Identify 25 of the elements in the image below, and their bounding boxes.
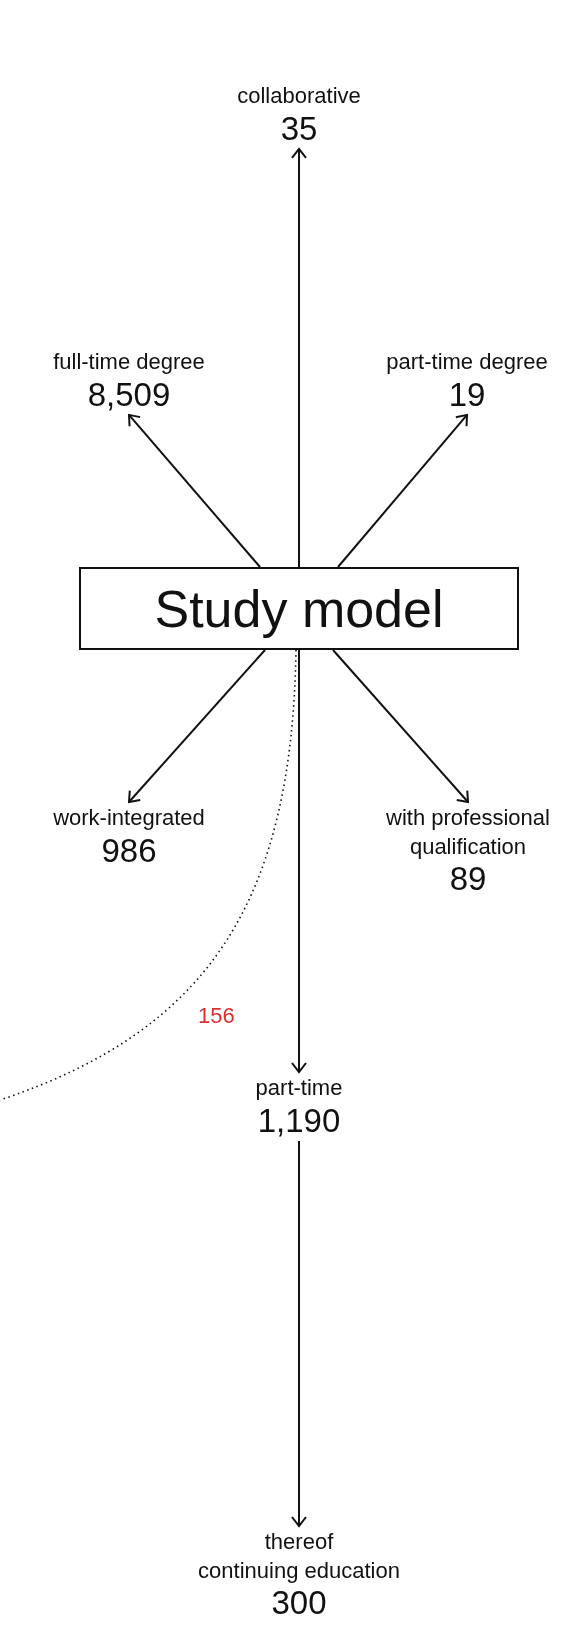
- arrow: [128, 413, 261, 568]
- arrow: [332, 649, 469, 803]
- box-title: Study model: [154, 578, 444, 639]
- count-value: 35: [279, 110, 319, 147]
- category-label: collaborative: [236, 82, 362, 110]
- category-label: continuing education: [197, 1556, 401, 1585]
- arrow: [291, 649, 307, 1073]
- category-label: with professional qualification: [385, 804, 551, 861]
- count-value: 986: [100, 832, 158, 869]
- arrow: [337, 413, 468, 568]
- category-label: part-time degree: [385, 348, 549, 376]
- dotted-connector: [0, 649, 297, 1101]
- category-label: work-integrated: [52, 804, 206, 832]
- count-value: 8,509: [86, 376, 172, 413]
- arrow: [291, 147, 307, 568]
- count-value: 300: [270, 1585, 328, 1622]
- count-value: 89: [448, 861, 488, 898]
- arrow: [291, 1139, 307, 1527]
- arrow: [128, 649, 266, 803]
- process-box: [79, 567, 519, 650]
- count-value: 1,190: [256, 1102, 342, 1139]
- category-label: part-time: [254, 1074, 344, 1102]
- count-value: 19: [447, 376, 487, 413]
- category-label: thereof: [263, 1528, 335, 1556]
- category-label: full-time degree: [52, 348, 206, 376]
